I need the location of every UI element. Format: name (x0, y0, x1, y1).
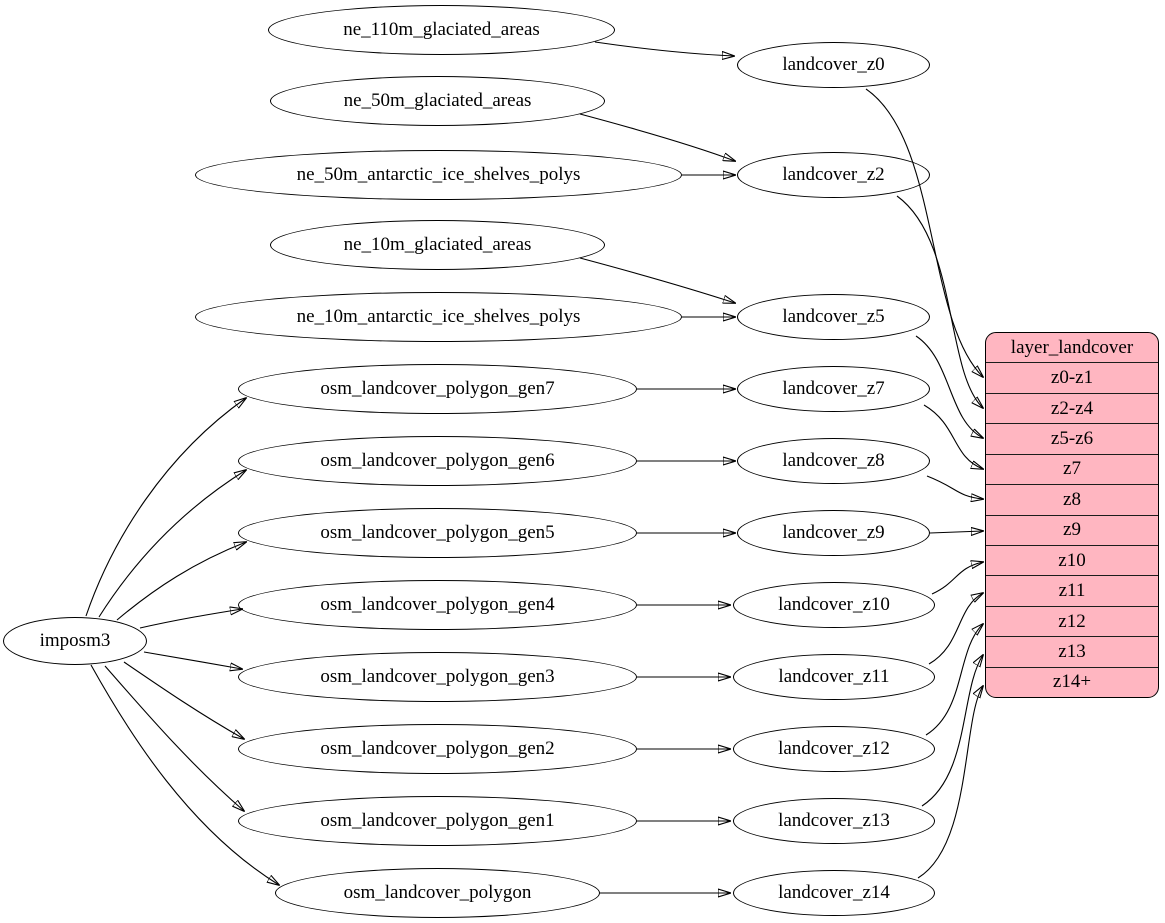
node-osm-landcover-polygon-gen6: osm_landcover_polygon_gen6 (238, 436, 637, 486)
table-row-z10: z10 (986, 544, 1158, 575)
node-osm-landcover-polygon-gen4: osm_landcover_polygon_gen4 (238, 580, 637, 630)
node-label: osm_landcover_polygon_gen5 (320, 522, 555, 543)
node-landcover-z0: landcover_z0 (737, 42, 930, 88)
node-osm-landcover-polygon-gen1: osm_landcover_polygon_gen1 (238, 796, 637, 846)
edge-landcover-z14-to-row-z14plus (917, 686, 983, 879)
table-row-z7: z7 (986, 453, 1158, 484)
table-row-z12: z12 (986, 605, 1158, 636)
node-label: osm_landcover_polygon_gen3 (320, 666, 555, 687)
node-landcover-z14: landcover_z14 (733, 870, 935, 916)
node-label: landcover_z0 (782, 54, 885, 75)
edge-landcover-z9-to-row-z9 (929, 531, 983, 533)
edge-imposm3-to-osm-landcover-polygon-gen7 (85, 398, 246, 617)
table-row-z13: z13 (986, 636, 1158, 666)
node-osm-landcover-polygon-gen3: osm_landcover_polygon_gen3 (238, 652, 637, 702)
edge-imposm3-to-osm-landcover-polygon-gen2 (123, 661, 244, 739)
node-label: landcover_z10 (778, 594, 890, 615)
node-label: osm_landcover_polygon_gen2 (320, 738, 555, 759)
table-title: layer_landcover (1010, 336, 1134, 358)
node-landcover-z12: landcover_z12 (733, 726, 935, 772)
node-ne-50m-glaciated-areas: ne_50m_glaciated_areas (270, 76, 605, 126)
node-landcover-z7: landcover_z7 (737, 366, 930, 412)
table-row-z0-z1: z0-z1 (986, 362, 1158, 392)
node-landcover-z2: landcover_z2 (737, 152, 930, 198)
node-label: ne_110m_glaciated_areas (343, 19, 540, 40)
node-label: osm_landcover_polygon_gen6 (320, 450, 555, 471)
node-ne-10m-antarctic-ice-shelves-polys: ne_10m_antarctic_ice_shelves_polys (195, 292, 682, 342)
node-landcover-z9: landcover_z9 (737, 510, 930, 556)
node-label: landcover_z12 (778, 738, 890, 759)
edge-landcover-z8-to-row-z8 (926, 475, 983, 499)
node-landcover-z13: landcover_z13 (733, 798, 935, 844)
node-landcover-z11: landcover_z11 (733, 654, 935, 700)
node-label: landcover_z9 (782, 522, 885, 543)
edge-landcover-z7-to-row-z7 (923, 404, 983, 469)
edge-ne-10m-glaciated-areas-to-landcover-z5 (579, 257, 735, 303)
node-imposm3-label: imposm3 (39, 630, 111, 651)
node-label: landcover_z2 (782, 164, 885, 185)
node-landcover-z5: landcover_z5 (737, 294, 930, 340)
edge-ne-50m-glaciated-areas-to-landcover-z2 (579, 113, 735, 161)
table-row-z5-z6: z5-z6 (986, 423, 1158, 453)
node-osm-landcover-polygon-gen5: osm_landcover_polygon_gen5 (238, 508, 637, 558)
table-row-z14plus: z14+ (986, 666, 1158, 697)
node-label: landcover_z5 (782, 306, 885, 327)
node-ne-10m-glaciated-areas: ne_10m_glaciated_areas (270, 220, 605, 270)
table-row-z8: z8 (986, 484, 1158, 514)
node-landcover-z10: landcover_z10 (733, 582, 935, 628)
node-label: osm_landcover_polygon (343, 882, 532, 903)
edge-imposm3-to-osm-landcover-polygon-gen1 (104, 665, 244, 811)
node-label: ne_50m_antarctic_ice_shelves_polys (296, 164, 581, 185)
node-osm-landcover-polygon: osm_landcover_polygon (275, 868, 600, 918)
node-label: osm_landcover_polygon_gen4 (320, 594, 555, 615)
node-label: osm_landcover_polygon_gen7 (320, 378, 555, 399)
edge-imposm3-to-osm-landcover-polygon-gen4 (139, 609, 242, 629)
node-label: ne_10m_antarctic_ice_shelves_polys (296, 306, 581, 327)
node-label: landcover_z7 (782, 378, 885, 399)
node-imposm3: imposm3 (3, 617, 147, 665)
table-row-z11: z11 (986, 575, 1158, 605)
node-ne-50m-antarctic-ice-shelves-polys: ne_50m_antarctic_ice_shelves_polys (195, 150, 682, 200)
node-label: osm_landcover_polygon_gen1 (320, 810, 555, 831)
node-osm-landcover-polygon-gen2: osm_landcover_polygon_gen2 (238, 724, 637, 774)
table-row-z9: z9 (986, 514, 1158, 545)
edge-landcover-z11-to-row-z11 (928, 593, 983, 665)
node-label: ne_10m_glaciated_areas (343, 234, 532, 255)
node-landcover-z8: landcover_z8 (737, 438, 930, 484)
edge-imposm3-to-osm-landcover-polygon-gen3 (143, 651, 242, 669)
node-label: landcover_z11 (778, 666, 890, 687)
edge-imposm3-to-osm-landcover-polygon-gen5 (116, 542, 246, 621)
table-row-z2-z4: z2-z4 (986, 392, 1158, 423)
edge-landcover-z12-to-row-z12 (925, 624, 983, 736)
table-layer-landcover: layer_landcover z0-z1 z2-z4 z5-z6 z7 z8 … (985, 332, 1159, 698)
node-label: landcover_z14 (778, 882, 890, 903)
edge-imposm3-to-osm-landcover-polygon (90, 664, 279, 885)
node-osm-landcover-polygon-gen7: osm_landcover_polygon_gen7 (238, 364, 637, 414)
edge-imposm3-to-osm-landcover-polygon-gen6 (98, 470, 246, 618)
node-label: landcover_z13 (778, 810, 890, 831)
edge-ne-110m-glaciated-areas-to-landcover-z0 (594, 41, 734, 56)
node-ne-110m-glaciated-areas: ne_110m_glaciated_areas (268, 5, 615, 55)
node-label: landcover_z8 (782, 450, 885, 471)
edge-landcover-z10-to-row-z10 (931, 562, 983, 595)
node-label: ne_50m_glaciated_areas (343, 90, 532, 111)
